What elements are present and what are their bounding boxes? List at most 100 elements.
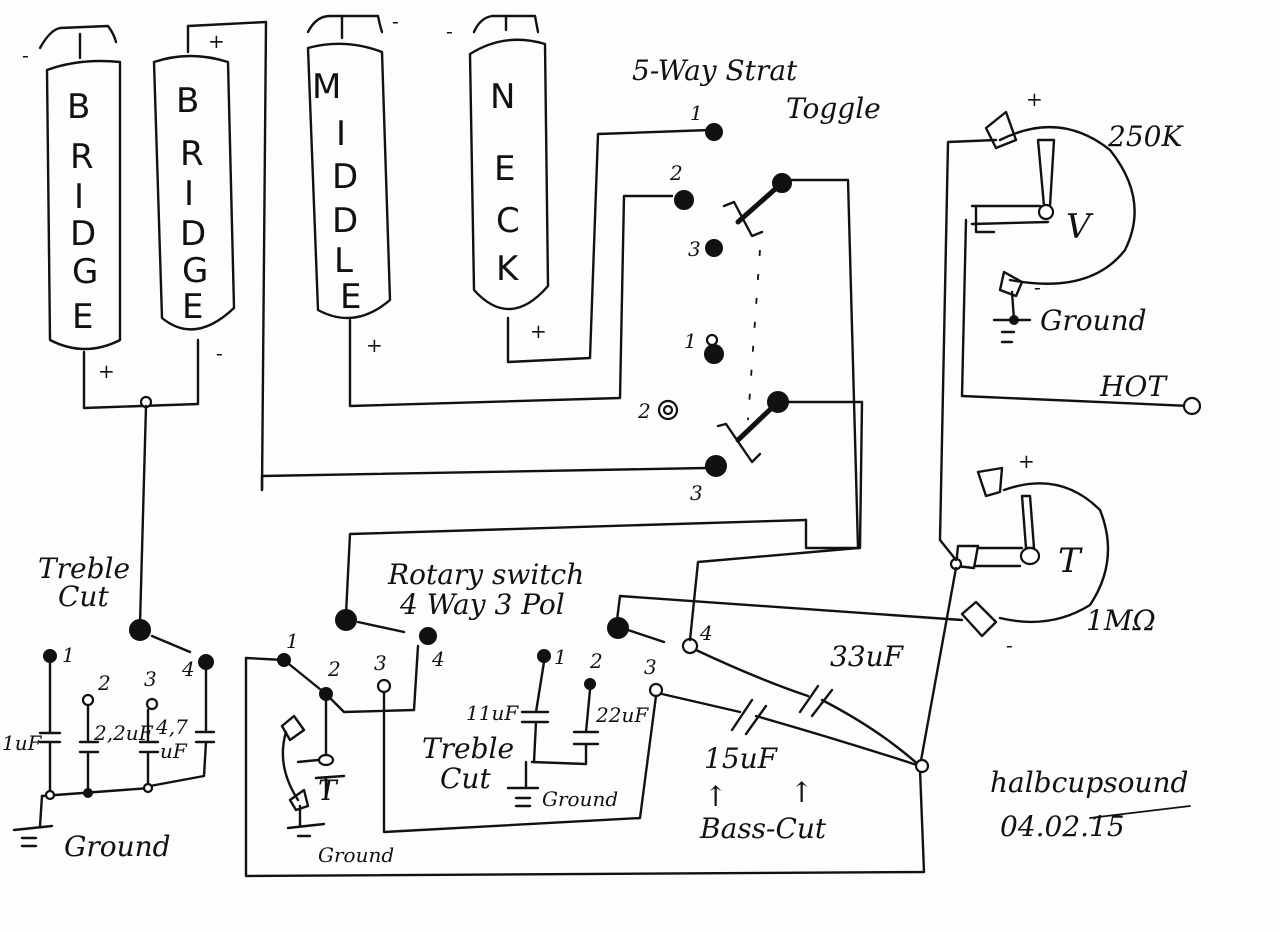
rotary-pole-a-common xyxy=(335,609,357,631)
ground-symbol xyxy=(506,760,540,808)
pin-label: 2 xyxy=(327,657,341,681)
ground-symbol xyxy=(286,804,326,838)
rotary-b-lug-1 xyxy=(537,649,551,663)
pickup-letter: R xyxy=(70,137,94,177)
wire-15uf xyxy=(660,692,922,768)
rotary-lug-1 xyxy=(43,649,57,663)
pickup-letter: D xyxy=(332,201,358,241)
wire-to-treble-cut xyxy=(138,404,148,626)
pickup-letter: D xyxy=(332,157,358,197)
polarity-label: + xyxy=(1026,87,1043,111)
rotary-common xyxy=(129,619,151,641)
pickup-letter: I xyxy=(74,177,84,217)
volume-pot: + V 250K - Ground HOT xyxy=(938,87,1202,542)
wire xyxy=(938,538,958,562)
pot-wiper-shaft xyxy=(1036,138,1056,208)
pickup-body xyxy=(45,59,122,351)
pot-wiper-center xyxy=(1037,203,1055,221)
arrow-icon: ↑ xyxy=(790,776,813,809)
capacitor-value: 11uF xyxy=(466,701,519,725)
ground-bus xyxy=(40,786,152,798)
pickup-letter: B xyxy=(176,81,199,121)
treble-cut-label: Treble xyxy=(38,552,130,585)
wire xyxy=(786,400,864,550)
pot-lug-plus xyxy=(976,466,1004,498)
pin-label: 1 xyxy=(286,629,299,653)
pickup-letter: D xyxy=(70,214,96,254)
pickup-body xyxy=(468,38,550,311)
pin-label: 2 xyxy=(589,649,603,673)
rotary-pole-b-wiper xyxy=(626,628,666,644)
rotary-label-line2: 4 Way 3 Pol xyxy=(399,588,565,621)
toggle-lug-3 xyxy=(705,455,727,477)
pot-value: 1MΩ xyxy=(1086,604,1156,637)
capacitor-value: 2,2uF xyxy=(93,721,154,745)
capacitor-22uf xyxy=(530,688,600,766)
pin-label: 2 xyxy=(97,671,111,695)
junction xyxy=(44,789,56,801)
pot-letter: V xyxy=(1066,207,1094,247)
capacitor-value: 15uF xyxy=(704,742,779,775)
pot-lug-minus xyxy=(960,600,998,638)
neck-to-toggle-wire xyxy=(506,128,712,364)
pickup-bridge-2: + - B R I D G E xyxy=(152,20,268,492)
rotary-lug-3 xyxy=(145,697,159,711)
toggle-title: 5-Way Strat xyxy=(632,54,798,87)
tone-to-basscut-wire xyxy=(918,566,958,768)
polarity-label: - xyxy=(446,19,453,43)
polarity-label: - xyxy=(216,341,223,365)
volume-input-wire xyxy=(938,138,998,542)
pickup-top-lead xyxy=(38,24,118,50)
toggle-common-wire xyxy=(788,178,860,550)
ground-symbol xyxy=(12,794,54,848)
rotary-pole-a-wiper xyxy=(356,620,406,634)
lug-eye xyxy=(705,333,719,347)
wire xyxy=(324,644,420,714)
pin-label: 3 xyxy=(144,667,157,691)
capacitor-15uf xyxy=(730,698,768,736)
pot-body xyxy=(998,125,1136,285)
lead xyxy=(186,20,268,492)
junction xyxy=(914,758,930,774)
pin-label: 4 xyxy=(431,647,445,671)
treble-cut-mid: 11uF 22uF Treble Cut Ground xyxy=(422,660,649,811)
lead xyxy=(472,14,540,34)
capacitor-value: uF xyxy=(160,739,188,763)
capacitor-value: 1uF xyxy=(2,731,43,755)
pin-label: 1 xyxy=(690,101,703,125)
treble-cut-label-line2: Cut xyxy=(58,580,109,613)
toggle-wiper xyxy=(735,399,781,443)
polarity-label: + xyxy=(208,29,225,53)
polarity-label: + xyxy=(1018,449,1035,473)
capacitor-4-7uf xyxy=(138,708,160,788)
pickup-letter: I xyxy=(336,114,346,154)
pickup-letter: G xyxy=(182,251,208,291)
ground-label: Ground xyxy=(1040,304,1147,337)
pin-label: 3 xyxy=(374,651,387,675)
junction xyxy=(1009,315,1019,325)
capacitor-33uf xyxy=(798,684,834,718)
capacitor-2-2uf xyxy=(78,704,100,796)
capacitor-4 xyxy=(148,666,216,788)
toggle-wiper-contact xyxy=(716,422,762,464)
pickup-neck: - + N E C K xyxy=(446,14,550,343)
ground-label: Ground xyxy=(64,830,171,863)
underline xyxy=(1089,805,1191,819)
polarity-label: + xyxy=(98,359,115,383)
wire xyxy=(382,690,658,834)
pickup-letter: K xyxy=(496,249,520,289)
junction xyxy=(83,788,93,798)
junction xyxy=(317,753,335,767)
rotary-a-lug-3 xyxy=(376,678,392,694)
output-jack-terminal xyxy=(1182,396,1202,416)
mini-tone-pot xyxy=(296,758,346,800)
rotary-wiper xyxy=(150,634,192,654)
pickup-body xyxy=(152,54,236,331)
pickup-letter: E xyxy=(340,277,361,317)
polarity-label: - xyxy=(1034,275,1041,299)
tone-to-rotary-wire xyxy=(614,594,964,630)
pickup-letter: B xyxy=(67,87,90,127)
pin-label: 1 xyxy=(684,329,697,353)
